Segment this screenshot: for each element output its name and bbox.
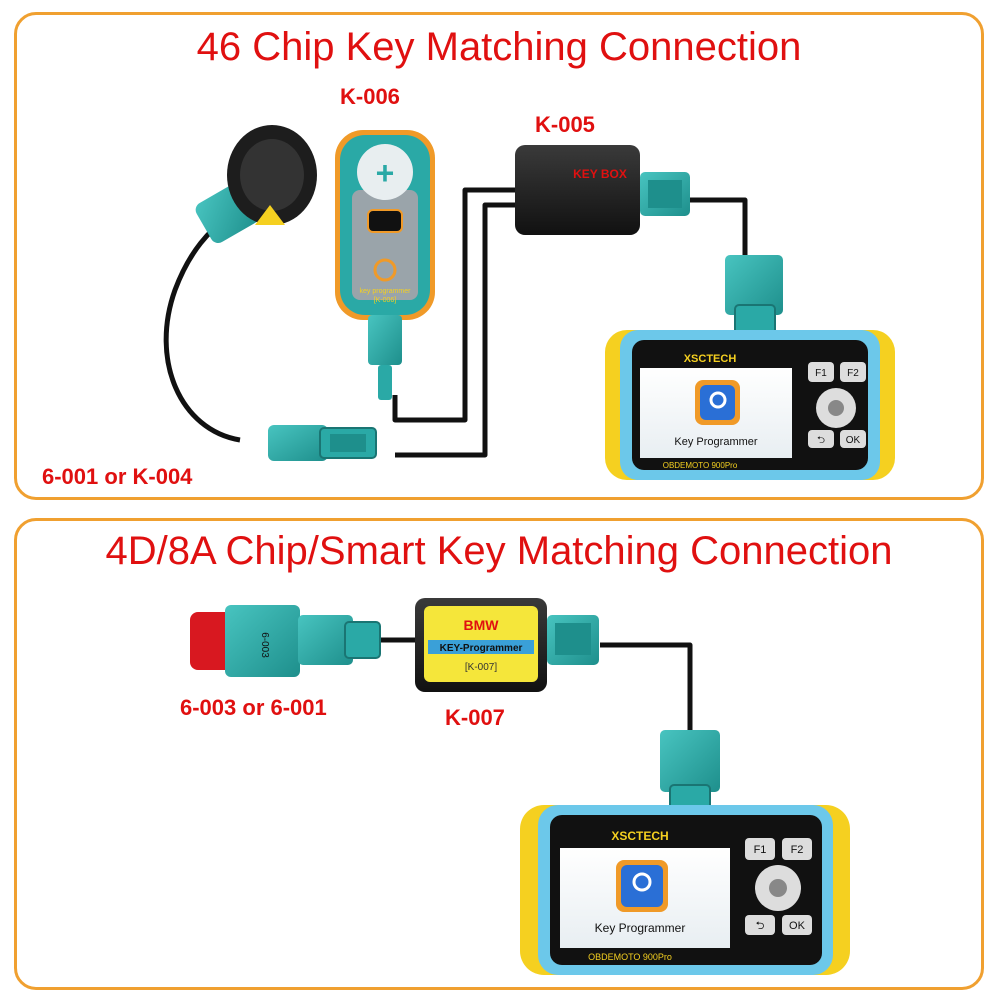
diagram-title: 4D/8A Chip/Smart Key Matching Connection [105, 529, 893, 573]
scanner-device-bottom: XSCTECH Key Programmer OBDEMOTO 900Pro F… [520, 805, 850, 975]
box-code: [K-007] [465, 662, 497, 673]
cable-lines-bottom [378, 637, 693, 735]
obd-adapter-6003: 6-003 [190, 605, 381, 677]
programmer-text: key programmer [360, 288, 412, 295]
k004-cable-connector [268, 425, 377, 461]
scanner-cable-connector-bottom [660, 730, 720, 814]
ok-button: OK [789, 920, 806, 932]
scanner-app-label: Key Programmer [595, 921, 686, 935]
ok-button: OK [846, 435, 861, 446]
box-name: KEY-Programmer [440, 643, 523, 654]
scanner-model: OBDEMOTO 900Pro [663, 461, 738, 470]
label-6001-or-k004: 6-001 or K-004 [42, 464, 193, 489]
diagram-panel-46-chip: 46 Chip Key Matching Connection [14, 12, 984, 500]
f1-button: F1 [754, 844, 767, 856]
scanner-cable-connector-top [725, 255, 783, 336]
label-6003-or-6001: 6-003 or 6-001 [180, 695, 327, 720]
bmw-key-programmer-k007: BMW KEY-Programmer [K-007] [415, 598, 599, 692]
label-k005: K-005 [535, 112, 595, 137]
key-box-text: KEY BOX [573, 167, 627, 181]
box-brand: BMW [464, 617, 500, 633]
scanner-app-label: Key Programmer [674, 436, 757, 448]
key-box-k005: KEY BOX [515, 145, 690, 235]
cable-lines-top [163, 187, 748, 458]
key-programmer-k006: + key programmer [K-006] [335, 130, 435, 400]
obd-code: 6-003 [259, 632, 270, 658]
scanner-brand: XSCTECH [684, 353, 737, 365]
f2-button: F2 [847, 368, 859, 379]
label-k007: K-007 [445, 705, 505, 730]
f1-button: F1 [815, 368, 827, 379]
scanner-brand: XSCTECH [611, 829, 668, 843]
back-button: ⮌ [756, 920, 765, 932]
scanner-model: OBDEMOTO 900Pro [588, 952, 672, 962]
scanner-device-top: XSCTECH Key Programmer OBDEMOTO 900Pro F… [605, 330, 895, 480]
round-obd-connector [195, 125, 317, 243]
label-k006: K-006 [340, 84, 400, 109]
back-button: ⮌ [817, 435, 825, 446]
programmer-code: [K-006] [374, 297, 397, 304]
diagram-title: 46 Chip Key Matching Connection [196, 25, 802, 69]
f2-button: F2 [791, 844, 804, 856]
svg-text:+: + [376, 155, 395, 191]
